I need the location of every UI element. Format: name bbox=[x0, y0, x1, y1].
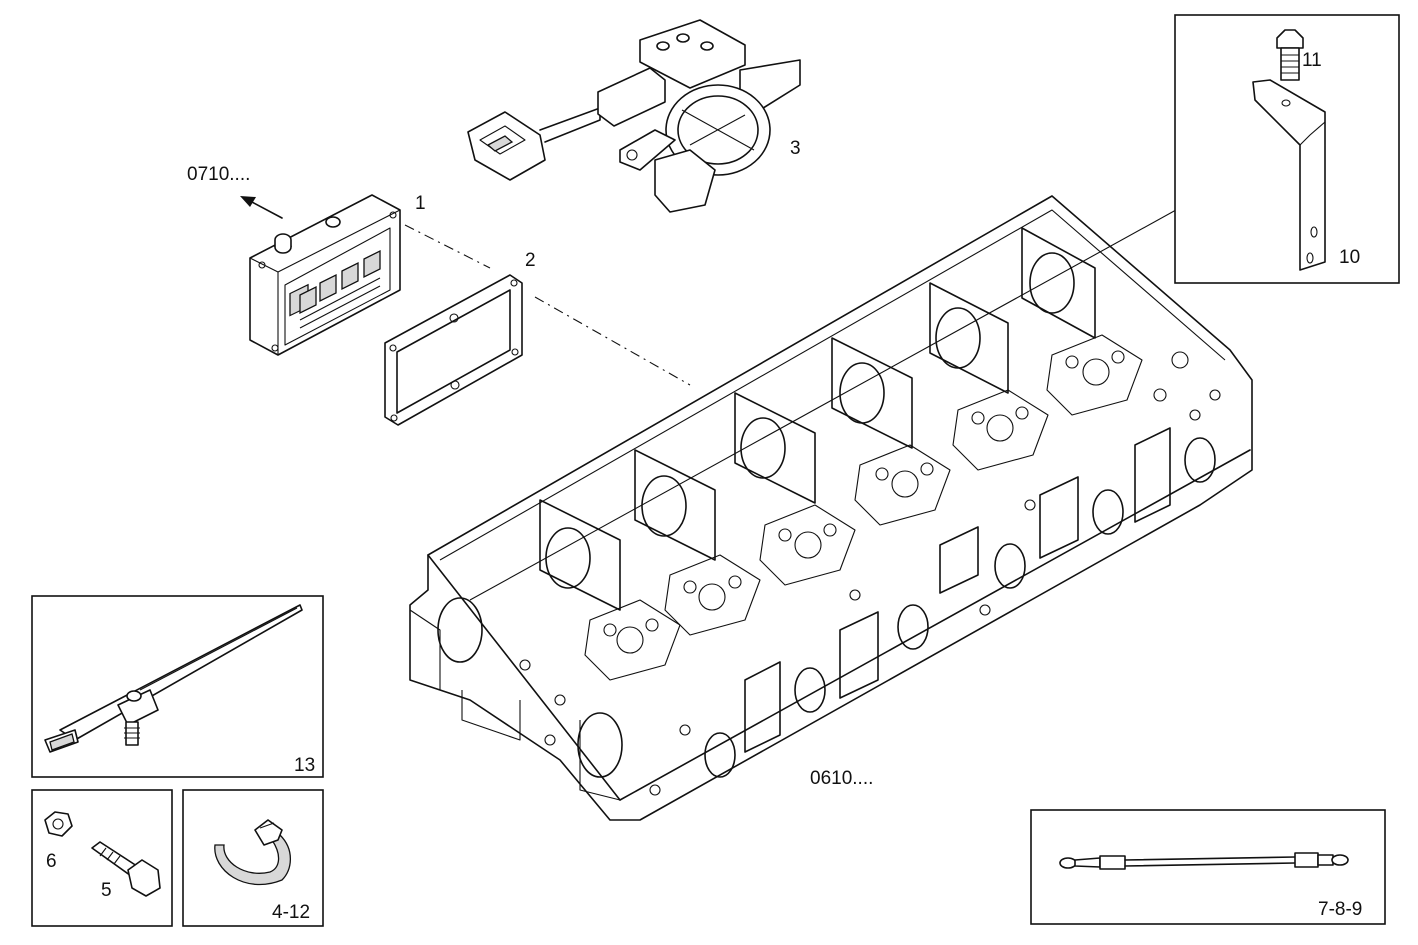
cam-towers bbox=[539, 227, 1096, 611]
label-part-1: 1 bbox=[415, 193, 426, 214]
valve-seat-clusters bbox=[584, 334, 1189, 681]
gasket bbox=[384, 274, 523, 426]
assembly-line-2 bbox=[534, 296, 691, 386]
arrow-to-0710 bbox=[240, 196, 283, 219]
fastener-box bbox=[31, 789, 173, 927]
label-ref-0610: 0610.... bbox=[810, 768, 873, 789]
assembly-line-1 bbox=[404, 224, 491, 269]
cable-tie-box bbox=[31, 595, 324, 778]
bracket-box bbox=[1174, 14, 1400, 284]
label-part-2: 2 bbox=[525, 250, 536, 271]
ground-cable-box bbox=[1030, 809, 1386, 925]
label-part-11: 11 bbox=[1302, 50, 1322, 71]
label-part-3: 3 bbox=[790, 138, 801, 159]
label-ref-0710: 0710.... bbox=[187, 164, 250, 185]
ecu-module bbox=[249, 194, 401, 356]
label-part-13: 13 bbox=[294, 755, 315, 776]
label-part-4-12: 4-12 bbox=[272, 902, 310, 923]
part-labels: 0710.... 1 2 3 11 10 13 0610.... 6 5 4-1… bbox=[46, 50, 1362, 923]
side-ports bbox=[437, 427, 1216, 778]
label-part-10: 10 bbox=[1339, 247, 1360, 268]
cylinder-head bbox=[409, 195, 1253, 821]
label-part-5: 5 bbox=[101, 880, 112, 901]
sensor-assembly bbox=[467, 19, 801, 213]
bolt-holes bbox=[519, 389, 1221, 796]
clamp-box bbox=[182, 789, 324, 927]
label-part-7-8-9: 7-8-9 bbox=[1318, 899, 1362, 920]
label-part-6: 6 bbox=[46, 851, 57, 872]
